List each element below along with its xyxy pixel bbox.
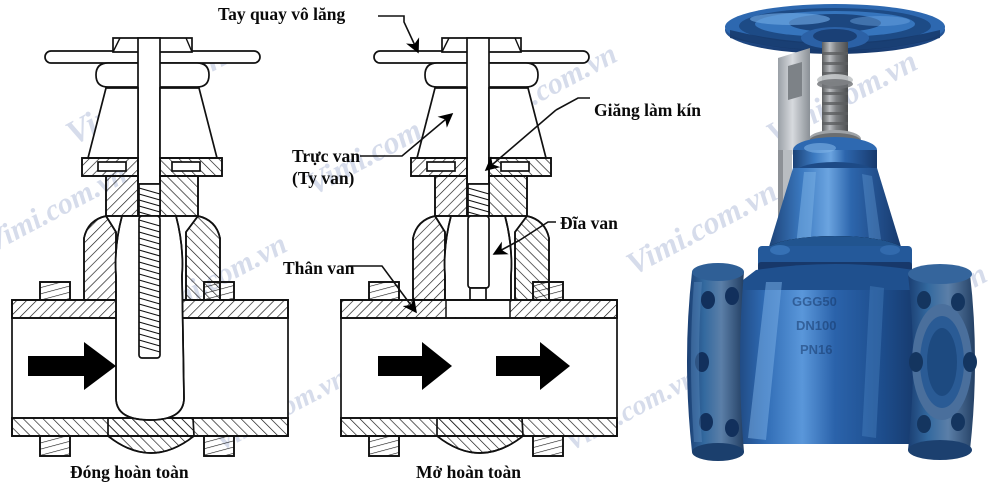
label-body: Thân van [283, 258, 355, 278]
photo-handwheel [725, 4, 945, 54]
leader-lines [348, 15, 590, 314]
svg-text:PN16: PN16 [800, 342, 833, 357]
svg-text:GGG50: GGG50 [792, 294, 837, 309]
photo-left-flange [687, 263, 744, 461]
photo-right-flange [908, 264, 977, 460]
label-stem-line2: (Ty van) [292, 168, 355, 188]
photo-valve-body: GGG50 DN100 PN16 [730, 264, 920, 444]
label-stem-line1: Trực van [292, 146, 361, 166]
caption-closed-valve: Đóng hoàn toàn [70, 462, 189, 482]
flow-arrow [28, 342, 116, 390]
diagram-closed-valve [11, 37, 289, 457]
label-packing-gland: Giăng làm kín [594, 100, 701, 120]
flow-arrow [378, 342, 570, 390]
diagram-open-valve [340, 37, 618, 457]
label-handwheel: Tay quay vô lăng [218, 4, 346, 24]
label-disc: Đĩa van [560, 213, 618, 233]
gate-valve-photo: GGG50 DN100 PN16 [687, 4, 977, 461]
svg-text:DN100: DN100 [796, 318, 836, 333]
caption-open-valve: Mở hoàn toàn [416, 462, 521, 482]
